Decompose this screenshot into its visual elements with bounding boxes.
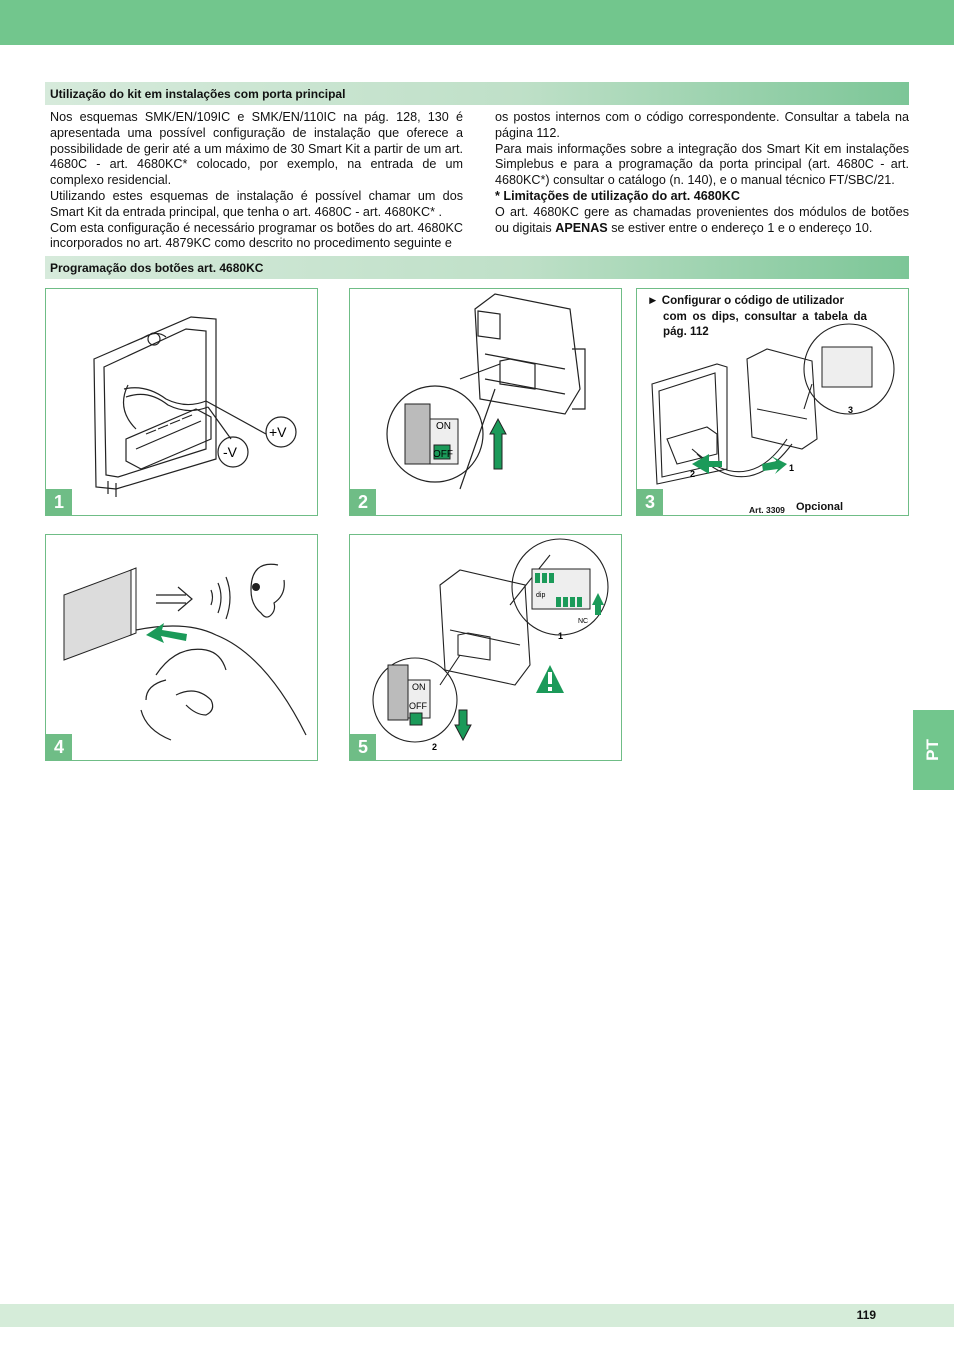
step-panel-2: ON OFF 2 (349, 288, 622, 516)
page-number: 119 (856, 1308, 876, 1322)
callout-1: 1 (789, 463, 794, 473)
off-label: OFF (409, 701, 427, 711)
step-number: 1 (46, 489, 72, 515)
emphasis-text: APENAS (555, 220, 608, 235)
section-title-bar: Utilização do kit em instalações com por… (45, 82, 909, 105)
paragraph: Nos esquemas SMK/EN/109IC e SMK/EN/110IC… (50, 110, 463, 188)
paragraph: os postos internos com o código correspo… (495, 110, 909, 140)
config-instruction: ► Configurar o código de utilizador com … (647, 293, 867, 340)
step-panel-3: ► Configurar o código de utilizador com … (636, 288, 909, 516)
language-code: PT (923, 739, 942, 761)
footer-bar: 119 (0, 1304, 954, 1327)
wiring-illustration: +V -V (93, 316, 297, 497)
paragraph: Com esta configuração é necessário progr… (50, 220, 463, 251)
article-number: Art. 3309 (749, 505, 785, 515)
section-title: Programação dos botões art. 4680KC (50, 261, 264, 275)
step-panel-4: 4 (45, 534, 318, 761)
cable-connection-illustration: 1 2 3 (651, 323, 895, 485)
button-press-illustration (63, 563, 307, 741)
text-run: se estiver entre o endereço 1 e o endere… (607, 220, 873, 235)
step-number: 3 (637, 489, 663, 515)
on-label: ON (436, 421, 451, 432)
callout-2: 2 (690, 469, 695, 479)
step-panel-1: +V -V 1 (45, 288, 318, 516)
instruction-line: com os dips, consultar a tabela da pág. … (663, 309, 867, 339)
nc-label: NC (578, 618, 588, 625)
dip-switch-on-illustration: ON OFF (386, 293, 586, 490)
section-title: Utilização do kit em instalações com por… (50, 87, 346, 101)
text-run: O art. 4680KC gere as chamadas provenien… (495, 204, 909, 235)
paragraph: Utilizando estes esquemas de instalação … (50, 188, 463, 219)
step-number: 5 (350, 734, 376, 760)
on-label: ON (412, 682, 426, 692)
language-tab: PT (913, 710, 954, 790)
step-number: 4 (46, 734, 72, 760)
limitations-heading: * Limitações de utilização do art. 4680K… (495, 188, 740, 203)
paragraph: O art. 4680KC gere as chamadas provenien… (495, 205, 909, 237)
instruction-line: ► Configurar o código de utilizador (647, 294, 844, 307)
dip-label: dip (536, 592, 545, 599)
text-column-right: os postos internos com o código correspo… (495, 110, 909, 236)
plus-v-label: +V (269, 424, 287, 440)
off-label: OFF (433, 449, 453, 460)
callout-1: 1 (558, 631, 563, 641)
section-title-bar: Programação dos botões art. 4680KC (45, 256, 909, 279)
callout-2: 2 (432, 742, 437, 752)
paragraph: Para mais informações sobre a integração… (495, 141, 909, 188)
dip-switch-off-illustration: ON OFF 1 2 dip NC (372, 538, 609, 752)
optional-label: Opcional (796, 501, 844, 513)
article-label: Art. 3309 (749, 504, 785, 515)
callout-3: 3 (848, 405, 853, 415)
top-color-bar (0, 0, 954, 45)
text-column-left: Nos esquemas SMK/EN/109IC e SMK/EN/110IC… (50, 110, 463, 252)
minus-v-label: -V (223, 444, 238, 460)
step-panel-5: ON OFF 1 2 dip NC 5 (349, 534, 622, 761)
step-number: 2 (350, 489, 376, 515)
